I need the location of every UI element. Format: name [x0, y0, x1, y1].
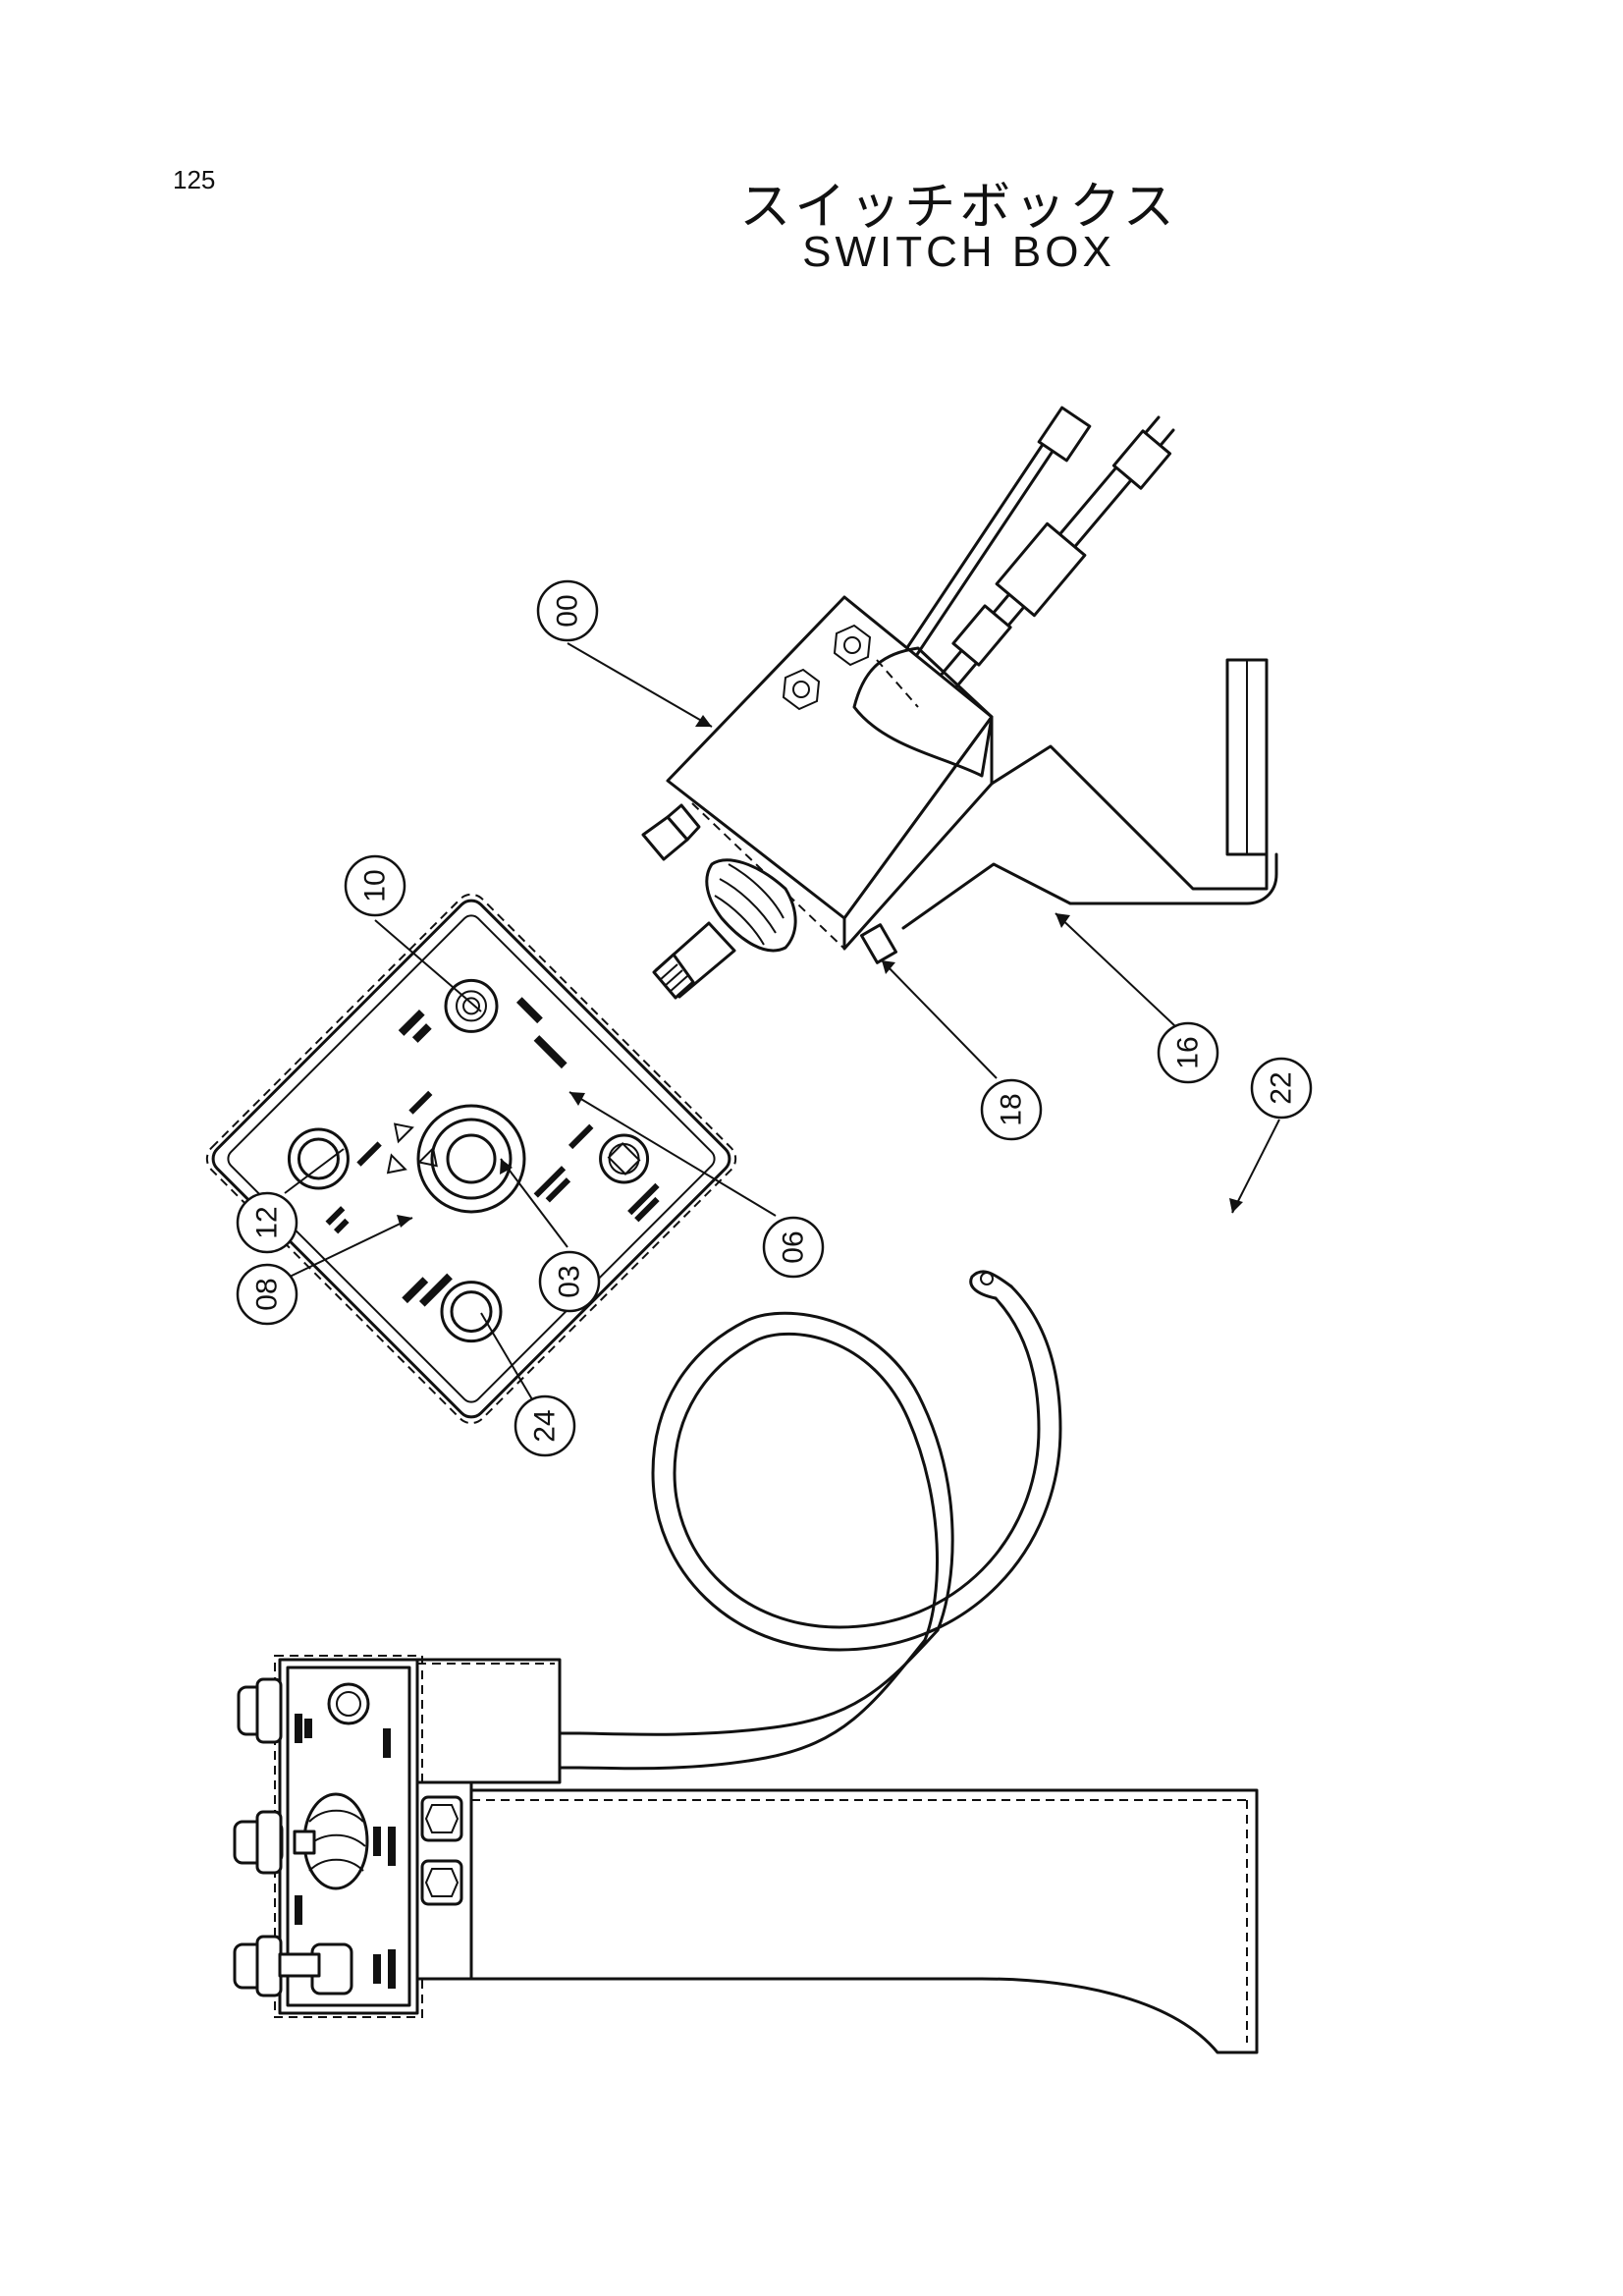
spiral-cable [548, 1270, 1062, 1771]
callout-label-10: 10 [359, 869, 392, 902]
callout-08: 08 [236, 1215, 413, 1326]
callout-label-06: 06 [778, 1230, 810, 1263]
callout-06: 06 [568, 1091, 825, 1279]
callout-03: 03 [500, 1158, 601, 1313]
page-title-english: SWITCH BOX [802, 228, 1115, 276]
callout-12: 12 [236, 1148, 345, 1254]
page-title-japanese: スイッチボックス [739, 178, 1178, 237]
callout-label-24: 24 [529, 1409, 562, 1442]
switch-box-assembly [641, 406, 1278, 1000]
callout-18: 18 [881, 959, 1043, 1141]
callout-label-12: 12 [251, 1206, 284, 1238]
callout-label-22: 22 [1266, 1071, 1298, 1104]
callout-24: 24 [480, 1312, 576, 1457]
callout-10: 10 [344, 854, 482, 1012]
callout-label-08: 08 [251, 1278, 284, 1310]
callout-label-16: 16 [1172, 1036, 1205, 1068]
callout-16: 16 [1055, 912, 1219, 1084]
callout-label-18: 18 [996, 1093, 1028, 1125]
assembled-switch-box [233, 1655, 1259, 2054]
callout-label-00: 00 [552, 594, 584, 627]
callout-22: 22 [1229, 1057, 1313, 1214]
callout-label-03: 03 [554, 1265, 586, 1297]
switch-panel [205, 893, 737, 1425]
callout-00: 00 [536, 579, 713, 728]
page-number: 125 [173, 165, 216, 194]
